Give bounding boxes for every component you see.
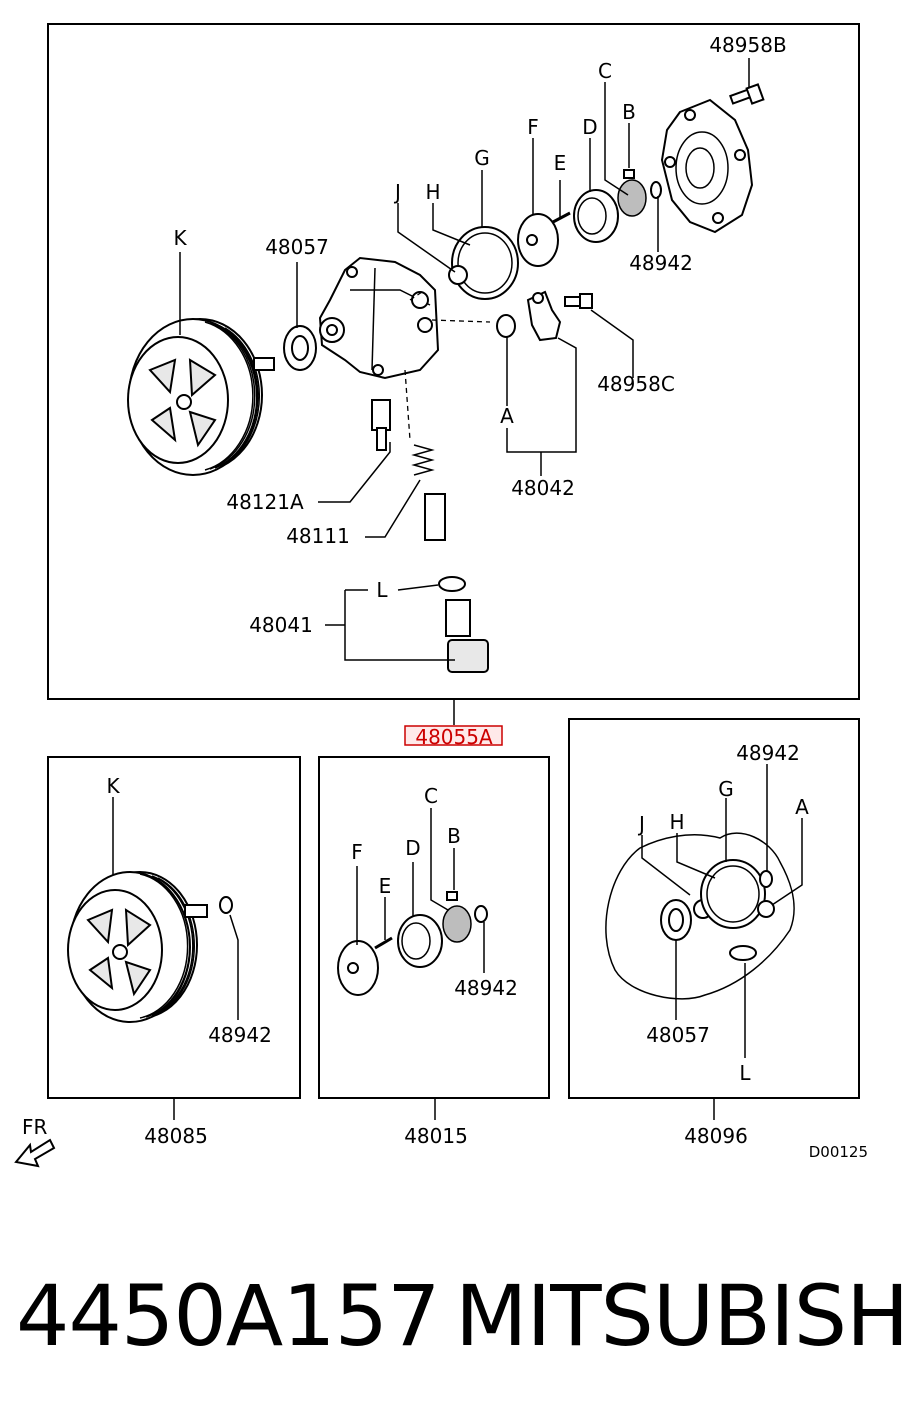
label-c: C — [598, 59, 612, 83]
rotor-c-kit — [442, 905, 472, 943]
valve-spool — [424, 493, 446, 541]
label-j: J — [393, 180, 401, 204]
oring-48942-seal — [759, 870, 773, 888]
label-48958c: 48958C — [597, 372, 675, 396]
label-48942: 48942 — [629, 251, 693, 275]
cartridge-kit-frame — [318, 756, 550, 1099]
label-b-kit: B — [447, 824, 461, 848]
caption-part-number: 4450A157 — [16, 1267, 441, 1365]
drawing-code: D00125 — [809, 1143, 868, 1161]
label-48085[interactable]: 48085 — [144, 1124, 208, 1148]
oring-h — [448, 265, 468, 285]
rear-cover — [660, 98, 754, 234]
union-fitting — [526, 290, 562, 342]
pin-e — [552, 211, 571, 224]
label-e-kit: E — [379, 874, 392, 898]
vane-b — [623, 169, 635, 179]
oring-48942 — [650, 181, 662, 199]
label-l: L — [376, 578, 388, 602]
caption-brand: MITSUBISHI — [455, 1267, 909, 1365]
label-c-kit: C — [424, 784, 438, 808]
label-48942-kit: 48942 — [454, 976, 518, 1000]
spring-48111 — [411, 444, 435, 476]
label-h: H — [425, 180, 440, 204]
label-48015[interactable]: 48015 — [404, 1124, 468, 1148]
parts-diagram: 48958B C B D F E G J H K 48057 48942 489… — [14, 23, 868, 1168]
label-48942-pulley: 48942 — [208, 1023, 272, 1047]
oring-48942-kit — [474, 905, 488, 923]
label-f: F — [527, 115, 539, 139]
main-assembly: 48958B C B D F E G J H K 48057 48942 489… — [47, 23, 860, 700]
oring-a-kit — [757, 900, 775, 918]
pulley-kit: K 48942 — [47, 756, 301, 1099]
label-h-seal: H — [669, 810, 684, 834]
label-f-kit: F — [351, 840, 363, 864]
bolt-48958c — [564, 296, 582, 307]
label-k: K — [173, 226, 187, 250]
label-48096[interactable]: 48096 — [684, 1124, 748, 1148]
highlight-box — [404, 725, 503, 746]
oring-l — [438, 576, 466, 592]
oring-g — [451, 226, 519, 300]
oring-l-kit — [729, 945, 757, 961]
label-48958b: 48958B — [709, 33, 786, 57]
washer-a — [496, 314, 516, 338]
label-b: B — [622, 100, 636, 124]
front-arrow-icon — [14, 1138, 56, 1168]
label-48042: 48042 — [511, 476, 575, 500]
label-d-kit: D — [405, 836, 420, 860]
fitting-48121a — [371, 399, 391, 431]
oring-48942-pulley — [219, 896, 233, 914]
cam-ring-d-kit — [397, 914, 443, 968]
label-48942-seal: 48942 — [736, 741, 800, 765]
label-48057-seal: 48057 — [646, 1023, 710, 1047]
plug-48041 — [445, 599, 471, 637]
label-48041: 48041 — [249, 613, 313, 637]
oring-g-kit — [700, 859, 766, 929]
label-a: A — [500, 404, 514, 428]
cartridge-kit: C B F D E 48942 — [318, 756, 550, 1099]
seal-kit: 48942 G J H A 48057 L — [568, 718, 860, 1099]
front-arrow: FR — [14, 1115, 56, 1168]
label-d: D — [582, 115, 597, 139]
label-48057: 48057 — [265, 235, 329, 259]
label-k-pulley: K — [106, 774, 120, 798]
label-a-seal: A — [795, 795, 809, 819]
cam-ring-d — [573, 189, 619, 243]
pump-body — [318, 256, 440, 380]
label-g-seal: G — [718, 777, 734, 801]
pulley-k-drawing — [127, 318, 275, 476]
rotor-c — [617, 179, 647, 217]
label-g: G — [474, 146, 490, 170]
label-48111: 48111 — [286, 524, 350, 548]
label-l-seal: L — [739, 1061, 751, 1085]
label-j-seal: J — [637, 812, 645, 836]
label-48055a[interactable]: 48055A — [415, 725, 493, 749]
label-e: E — [554, 151, 567, 175]
label-48121a: 48121A — [226, 490, 304, 514]
label-fr: FR — [22, 1115, 48, 1139]
